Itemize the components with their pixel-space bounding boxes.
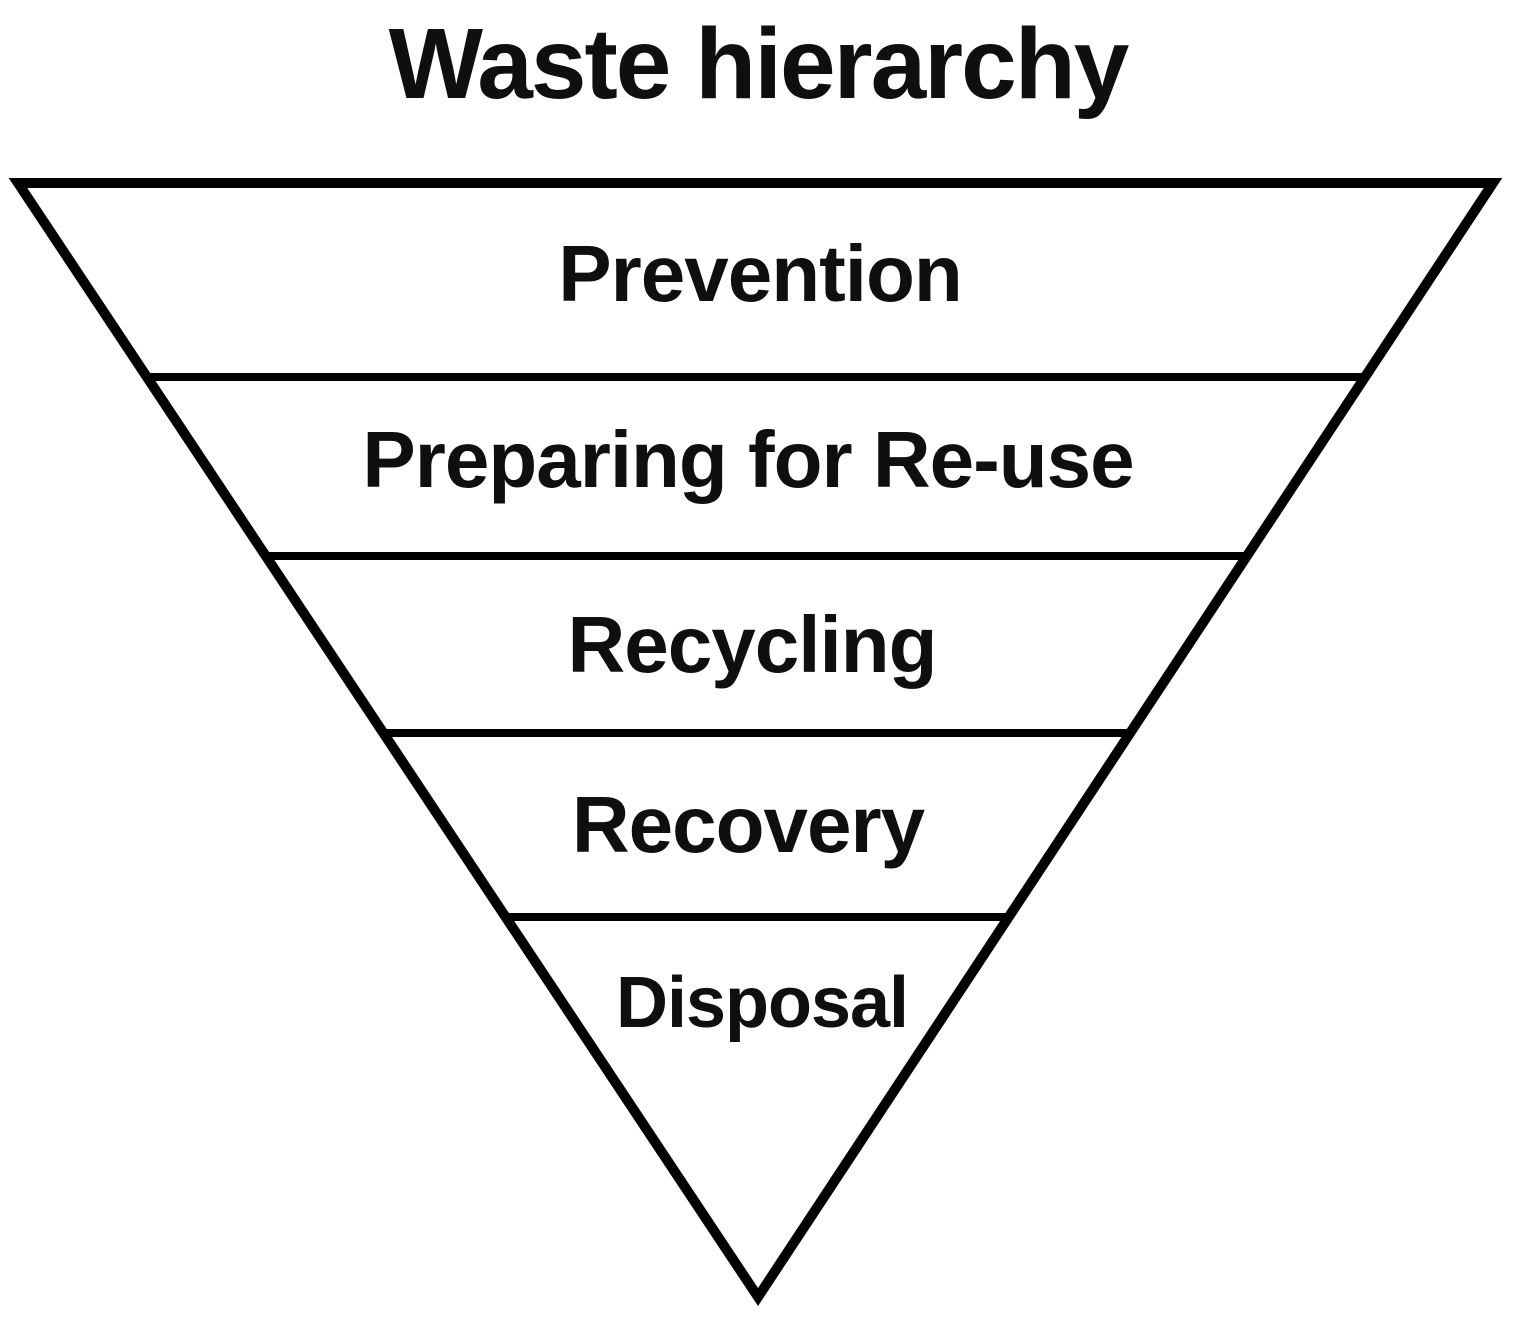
level-label-prevention: Prevention <box>558 229 961 318</box>
diagram-title: Waste hierarchy <box>389 8 1130 120</box>
level-label-disposal: Disposal <box>616 963 908 1043</box>
level-label-recovery: Recovery <box>572 780 926 869</box>
level-label-recycling: Recycling <box>568 600 937 689</box>
pyramid-outline <box>8 178 1503 1307</box>
level-label-preparing-for-re-use: Preparing for Re-use <box>362 415 1133 504</box>
